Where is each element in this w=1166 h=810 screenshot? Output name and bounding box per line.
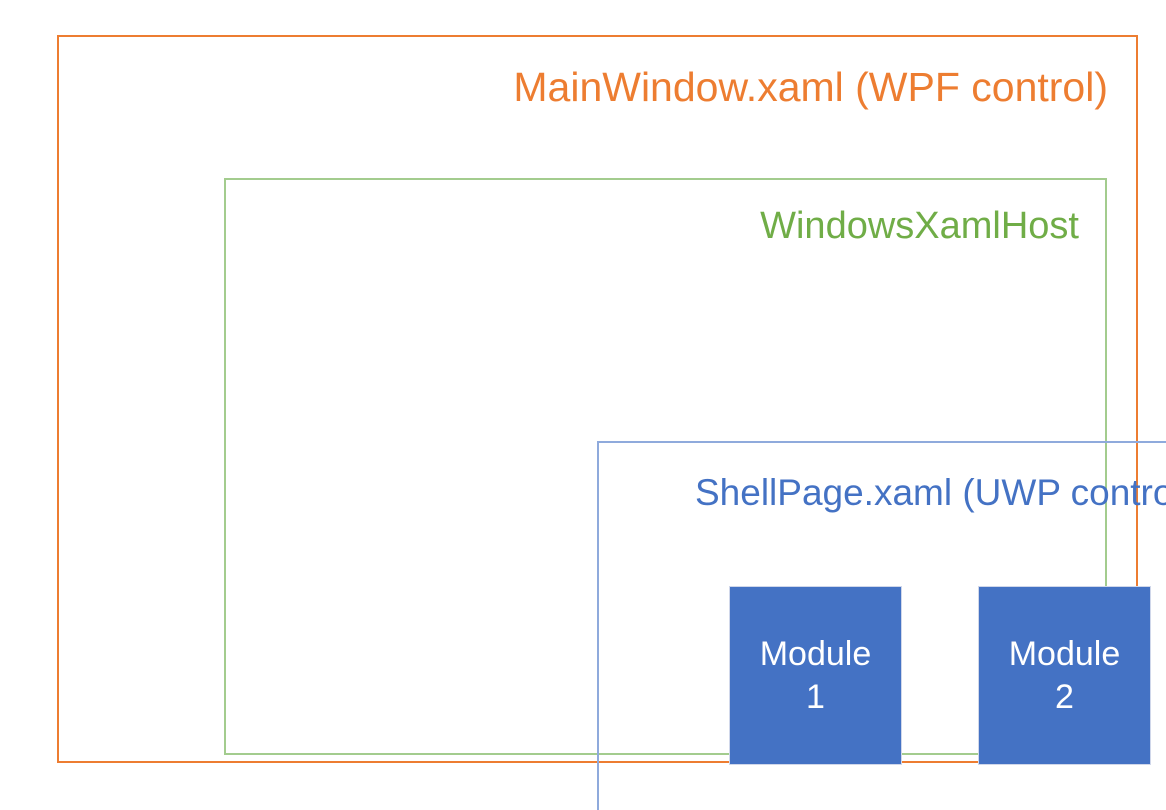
- module-2-label: Module 2: [1009, 633, 1121, 718]
- module-1-number: 1: [806, 677, 825, 716]
- module-1-label: Module 1: [760, 633, 872, 718]
- container-windowsxamlhost: WindowsXamlHost ShellPage.xaml (UWP cont…: [224, 178, 1166, 810]
- module-block-1: Module 1: [729, 586, 902, 765]
- module-block-2: Module 2: [978, 586, 1151, 765]
- label-mainwindow: MainWindow.xaml (WPF control): [513, 64, 1108, 110]
- module-2-name: Module: [1008, 635, 1121, 673]
- label-windowsxamlhost: WindowsXamlHost: [760, 205, 1079, 247]
- container-mainwindow: MainWindow.xaml (WPF control) WindowsXam…: [57, 35, 1166, 810]
- container-shellpage: ShellPage.xaml (UWP control) Module 1 Mod…: [597, 441, 1166, 810]
- module-1-name: Module: [759, 635, 872, 673]
- label-shellpage: ShellPage.xaml (UWP control): [695, 472, 1166, 513]
- module-2-number: 2: [1055, 677, 1074, 716]
